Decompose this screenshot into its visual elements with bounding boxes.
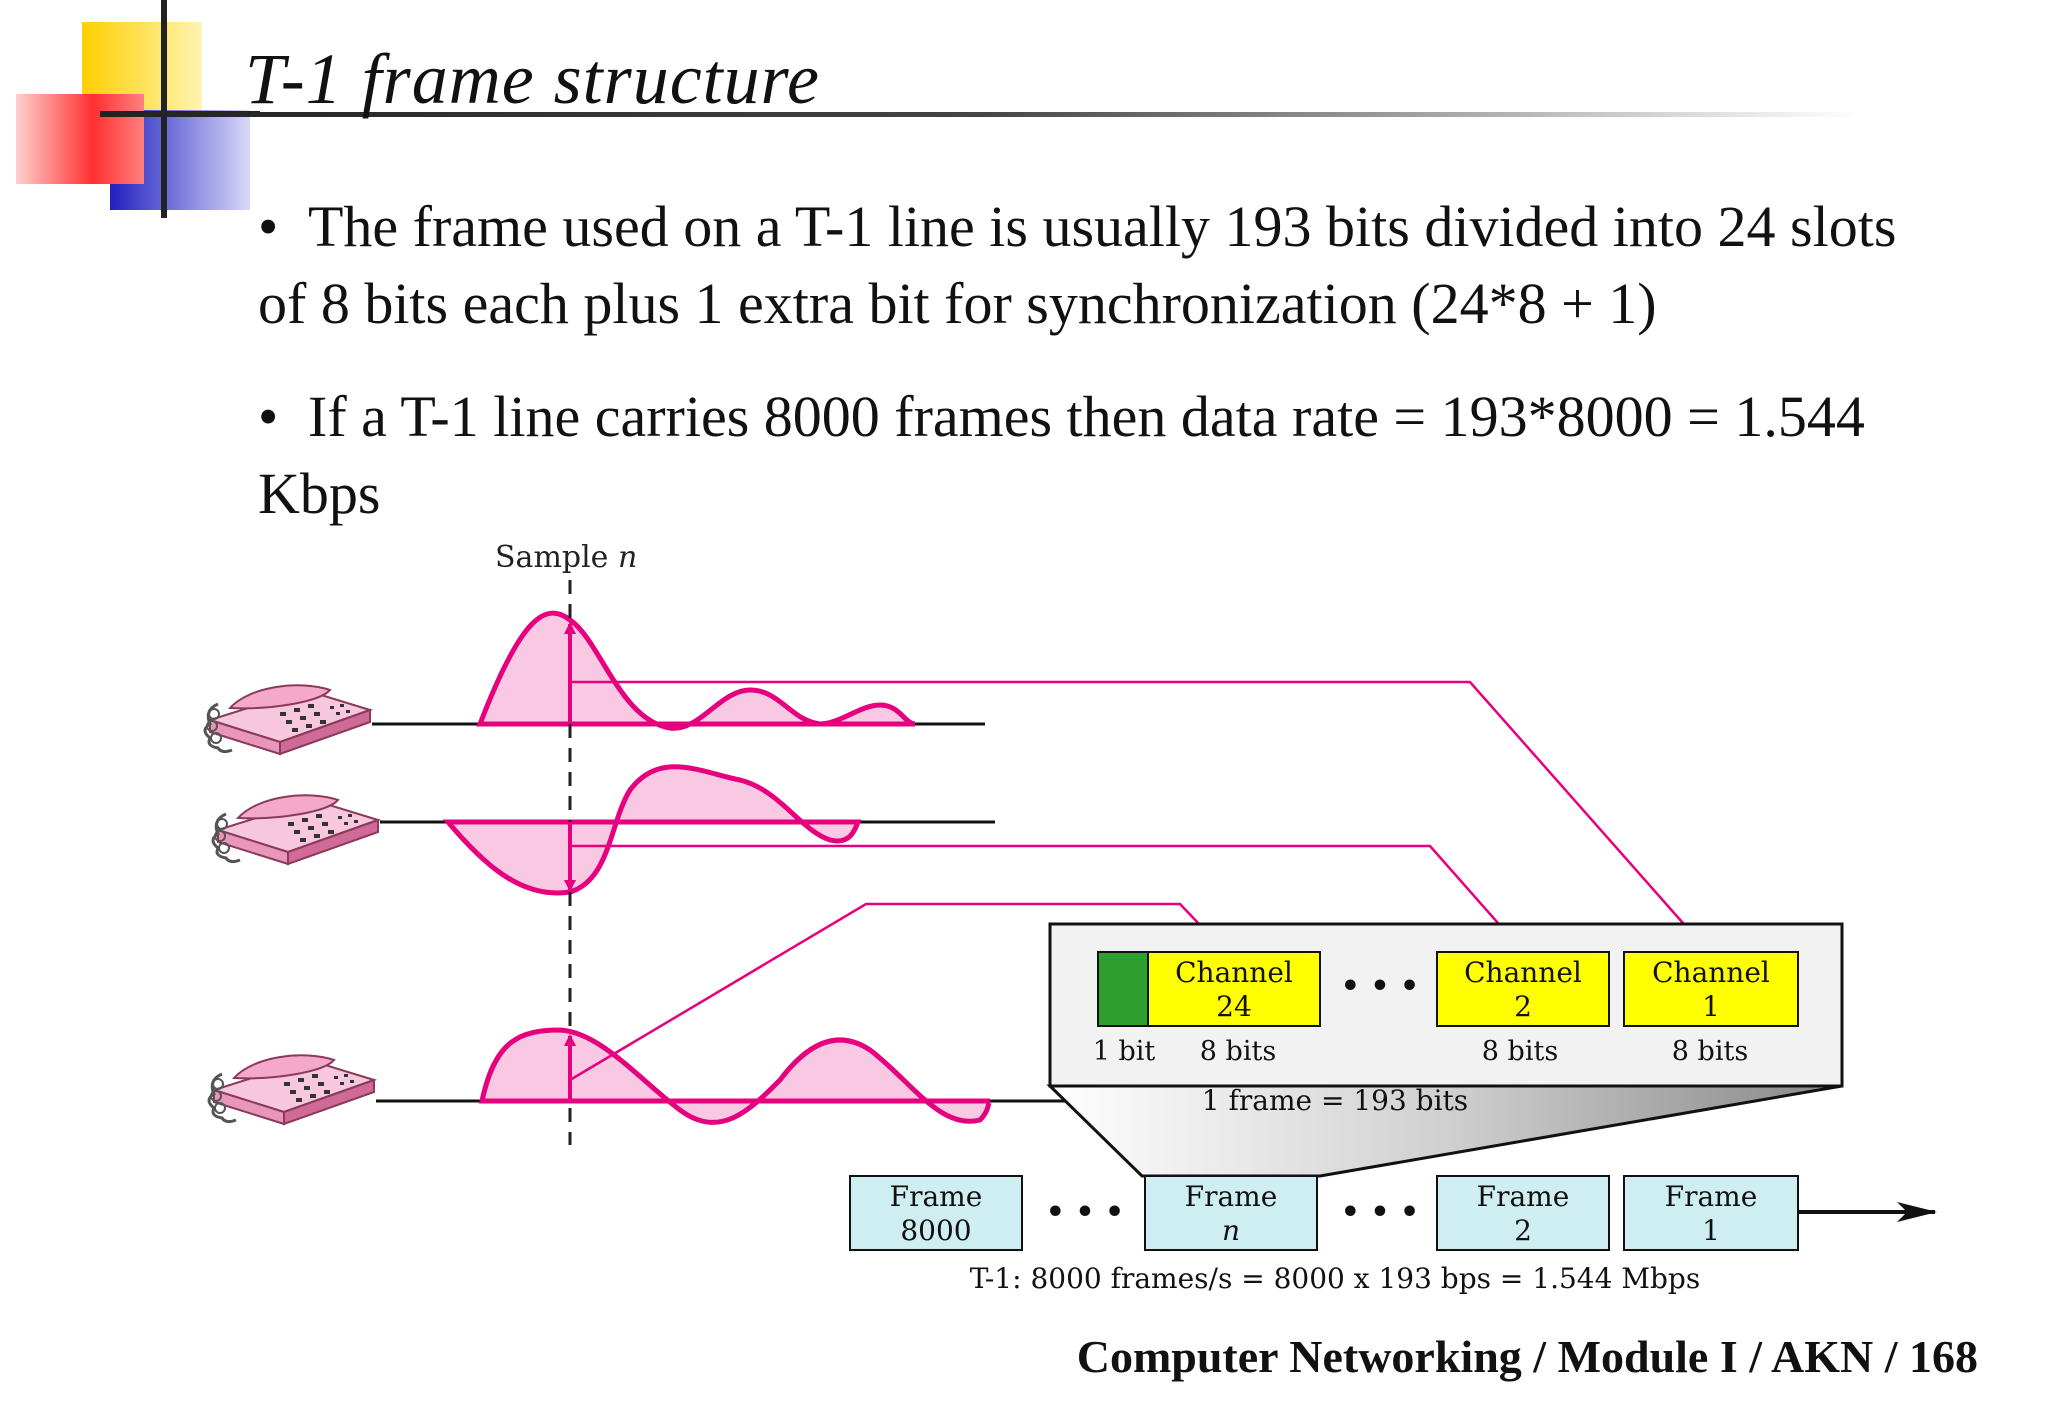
channel-label: Channel	[1652, 956, 1770, 989]
channel-box	[1623, 951, 1799, 1027]
frame-label: Frame	[1477, 1180, 1570, 1213]
telephone-icon	[203, 683, 372, 756]
slide-title: T-1 frame structure	[245, 39, 820, 119]
bullet-list: •The frame used on a T-1 line is usually…	[258, 188, 1958, 568]
ellipsis: • • •	[1341, 1195, 1419, 1230]
routing-line	[570, 844, 1522, 950]
sync-bit-box	[1097, 951, 1149, 1027]
frame-box	[849, 1175, 1023, 1251]
bit-label: 1 bit	[1093, 1036, 1156, 1067]
bit-label: 8 bits	[1200, 1036, 1276, 1067]
rate-label: T-1: 8000 frames/s = 8000 x 193 bps = 1.…	[970, 1262, 1700, 1295]
ellipsis: • • •	[1046, 1195, 1124, 1230]
bullet-text: The frame used on a T-1 line is usually …	[258, 194, 1897, 336]
bullet-item: •If a T-1 line carries 8000 frames then …	[258, 384, 1865, 526]
title-underline	[100, 112, 1860, 117]
frame-label: Frame	[1185, 1180, 1278, 1213]
frame-box	[1144, 1175, 1318, 1251]
channel-label: Channel	[1175, 956, 1293, 989]
channel-label: Channel	[1464, 956, 1582, 989]
channel-number: 2	[1514, 990, 1532, 1023]
frame-number: 2	[1514, 1214, 1532, 1247]
telephone-icon	[207, 1053, 376, 1126]
ellipsis: • • •	[1341, 969, 1419, 1004]
slide-footer: Computer Networking / Module I / AKN / 1…	[1076, 1331, 1978, 1382]
frame-number: 8000	[900, 1214, 971, 1247]
frame-box	[1623, 1175, 1799, 1251]
bit-label: 8 bits	[1672, 1036, 1748, 1067]
frame-box	[1436, 1175, 1610, 1251]
signal-waveform	[478, 1027, 992, 1125]
bullet-item: •The frame used on a T-1 line is usually…	[258, 194, 1897, 336]
channel-number: 1	[1702, 990, 1720, 1023]
channel-number: 24	[1216, 990, 1252, 1023]
frame-number: n	[1222, 1214, 1240, 1247]
channel-box	[1147, 951, 1321, 1027]
signal-waveform	[476, 610, 916, 731]
signal-waveform	[442, 764, 862, 896]
frame-size-label: 1 frame = 193 bits	[1202, 1084, 1468, 1117]
sample-label: Sample n	[495, 540, 637, 575]
frame-label: Frame	[890, 1180, 983, 1213]
channel-box	[1436, 951, 1610, 1027]
frame-number: 1	[1702, 1214, 1720, 1247]
routing-line	[570, 680, 1707, 950]
bullet-text: If a T-1 line carries 8000 frames then d…	[258, 384, 1865, 526]
frame-label: Frame	[1665, 1180, 1758, 1213]
telephone-icon	[211, 793, 380, 866]
bit-label: 8 bits	[1482, 1036, 1558, 1067]
